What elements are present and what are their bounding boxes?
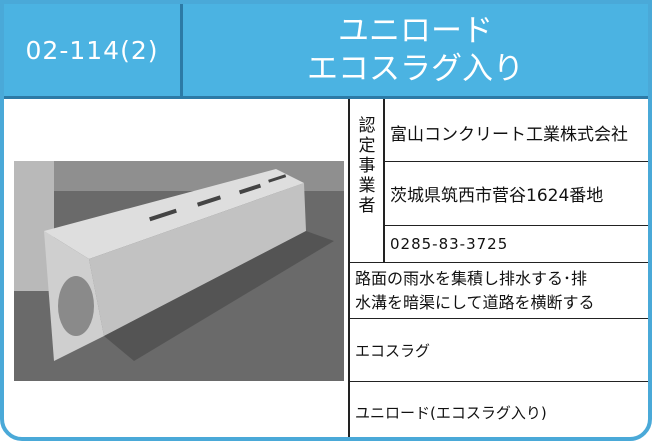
row-divider [349, 318, 648, 319]
label-char: 業 [358, 176, 376, 196]
card-header: 02-114(2) ユニロード エコスラグ入り [4, 4, 648, 99]
company-name: 富山コンクリート工業株式会社 [390, 125, 628, 145]
usage-line1: 路面の雨水を集積し排水する･排 [355, 268, 588, 288]
label-column-border [383, 99, 385, 263]
row-divider [384, 161, 648, 162]
concrete-block-image [14, 161, 344, 381]
usage-line2: 水溝を暗渠にして道路を横断する [355, 292, 595, 312]
row-divider [349, 381, 648, 382]
table-left-border [348, 99, 350, 437]
row-divider [384, 225, 648, 226]
certified-operator-label: 認 定 事 業 者 [352, 104, 382, 264]
product-title-line1: ユニロード [338, 13, 493, 49]
product-title-line2: エコスラグ入り [307, 51, 524, 87]
label-char: 定 [358, 136, 376, 156]
label-char: 事 [358, 156, 376, 176]
label-char: 者 [358, 196, 376, 216]
product-full-name: ユニロード(エコスラグ入り) [355, 403, 547, 422]
company-phone: 0285-83-3725 [390, 235, 509, 253]
product-title: ユニロード エコスラグ入り [183, 4, 648, 96]
product-code: 02-114(2) [4, 4, 183, 96]
row-divider [349, 262, 648, 263]
company-address: 茨城県筑西市菅谷1624番地 [390, 186, 604, 206]
label-char: 認 [358, 116, 376, 136]
material-name: エコスラグ [355, 341, 431, 360]
usage-description: 路面の雨水を集積し排水する･排 水溝を暗渠にして道路を横断する [355, 263, 647, 318]
product-photo [14, 161, 344, 381]
